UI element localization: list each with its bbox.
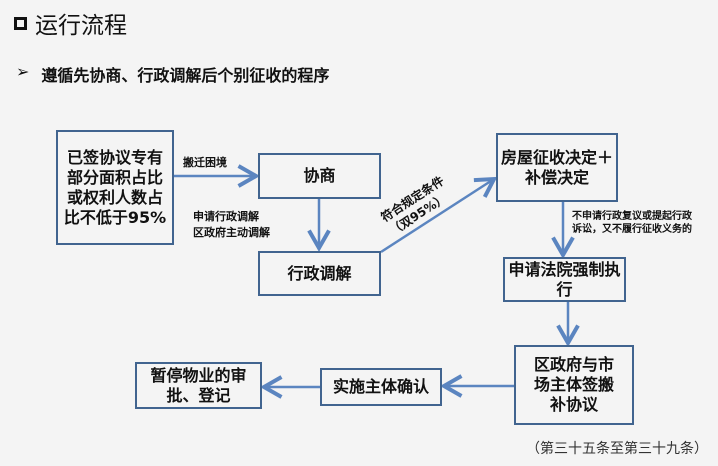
arrow-mediation-to-decision	[380, 176, 498, 254]
box-suspend: 暂停物业的审批、登记	[135, 362, 262, 409]
arrow-bullet-icon: ➢	[16, 62, 30, 81]
box-court: 申请法院强制执行	[503, 257, 626, 302]
box-agreement: 区政府与市场主体签搬补协议	[514, 345, 634, 425]
box-confirm: 实施主体确认	[320, 368, 442, 406]
footer-note: （第三十五条至第三十九条）	[526, 441, 708, 457]
box-negotiate: 协商	[258, 153, 381, 199]
box-mediation: 行政调解	[258, 251, 381, 296]
page-title: 运行流程	[14, 6, 127, 40]
label-dilemma: 搬迁困境	[183, 156, 227, 169]
subtitle: ➢ 遵循先协商、行政调解后个别征收的程序	[16, 62, 329, 86]
subtitle-text: 遵循先协商、行政调解后个别征收的程序	[41, 66, 330, 85]
box-decision: 房屋征收决定＋补偿决定	[496, 133, 618, 202]
label-apply-mediation: 申请行政调解	[193, 210, 259, 223]
label-no-appeal: 不申请行政复议或提起行政诉讼，又不履行征收义务的	[572, 211, 692, 235]
box-condition: 已签协议专有部分面积占比或权利人数占比不低于95%	[56, 130, 174, 245]
title-text: 运行流程	[35, 13, 127, 39]
square-icon	[14, 16, 27, 30]
label-gov-mediation: 区政府主动调解	[193, 226, 270, 239]
